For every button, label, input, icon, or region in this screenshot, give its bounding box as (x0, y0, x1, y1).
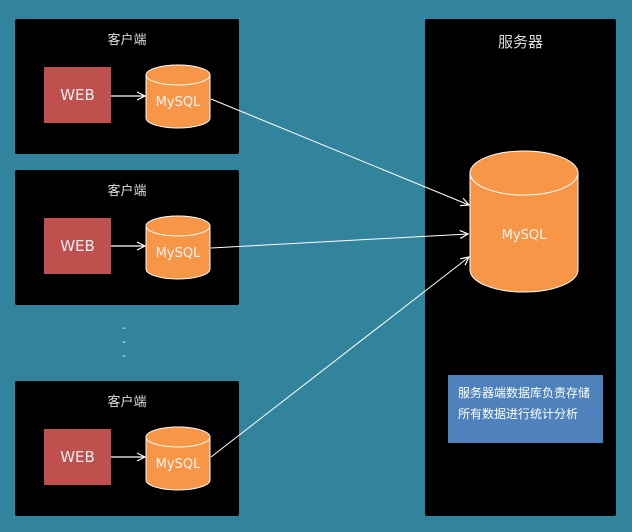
server-mysql-cylinder: MySQL (469, 150, 579, 293)
client-mysql-cylinder-3: MySQL (145, 426, 211, 491)
client-title: 客户端 (107, 395, 147, 410)
mysql-label: MySQL (156, 246, 201, 261)
ellipsis-dot: - (122, 323, 126, 334)
server-note: 服务器端数据库负责存储 所有数据进行统计分析 (448, 375, 603, 443)
web-box: WEB (44, 67, 111, 123)
client-mysql-cylinder-1: MySQL (145, 64, 211, 129)
client-mysql-cylinder-2: MySQL (145, 215, 211, 280)
client-title: 客户端 (107, 33, 147, 48)
server-title: 服务器 (497, 33, 543, 51)
mysql-label: MySQL (502, 228, 547, 243)
sync-arrow (210, 98, 469, 205)
ellipsis-dot: - (122, 337, 126, 348)
mysql-label: MySQL (156, 457, 201, 472)
web-box: WEB (44, 429, 111, 485)
mysql-label: MySQL (156, 95, 201, 110)
ellipsis: - - - (118, 322, 130, 364)
ellipsis-dot: - (122, 351, 126, 362)
note-line: 服务器端数据库负责存储 (458, 386, 591, 400)
sync-arrow (210, 257, 469, 458)
client-title: 客户端 (107, 184, 147, 199)
sync-arrow (210, 234, 468, 249)
web-box: WEB (44, 218, 111, 274)
note-line: 所有数据进行统计分析 (458, 407, 579, 421)
